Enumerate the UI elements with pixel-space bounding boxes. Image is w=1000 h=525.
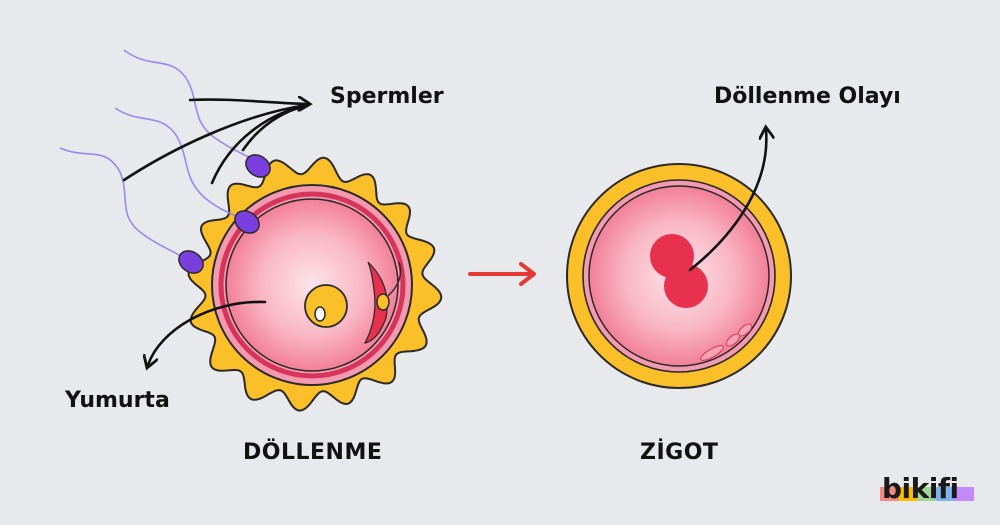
egg-nucleus xyxy=(304,284,348,328)
sperm-head xyxy=(234,210,260,234)
sperm-head xyxy=(245,154,271,178)
egg-cell xyxy=(187,156,443,412)
logo-bar xyxy=(955,487,974,501)
process-arrow xyxy=(468,262,536,286)
sperm-head xyxy=(178,250,204,274)
pointer-arrow xyxy=(122,103,309,182)
egg-cytoplasm xyxy=(225,198,399,372)
sperm-cell xyxy=(114,107,260,234)
dollenme-olayi-label: Döllenme Olayı xyxy=(714,84,901,109)
yumurta-pointer-arrow xyxy=(148,300,267,365)
spermler-label: Spermler xyxy=(330,84,444,109)
yumurta-label: Yumurta xyxy=(65,388,170,413)
bikifi-logo: bikifi xyxy=(878,470,978,510)
logo-bar xyxy=(880,487,899,501)
pointer-arrow xyxy=(241,104,309,152)
polar-body xyxy=(700,345,724,361)
sperm-entry-track xyxy=(387,261,402,297)
spermler-pointer-arrows xyxy=(122,100,309,185)
dollenme-caption: DÖLLENME xyxy=(243,440,383,465)
sperm-tail xyxy=(59,147,185,259)
egg-membrane xyxy=(218,191,406,379)
logo-text: bikifi xyxy=(882,472,959,505)
logo-bar xyxy=(898,487,918,501)
sperm-tail xyxy=(114,107,241,219)
entering-sperm-nucleus xyxy=(376,293,390,311)
sperm-cell xyxy=(59,147,204,274)
sperm-cell xyxy=(123,49,271,178)
logo-color-bars xyxy=(880,487,974,501)
zygote xyxy=(566,163,792,389)
zigot-caption: ZİGOT xyxy=(640,440,719,465)
pointer-arrow xyxy=(188,100,307,104)
polar-body xyxy=(725,333,741,347)
dollenme-olayi-pointer-arrow xyxy=(688,130,766,272)
logo-bar xyxy=(936,487,956,501)
pronucleus xyxy=(664,264,708,308)
egg-nucleolus xyxy=(314,306,326,322)
logo-bar xyxy=(917,487,937,501)
